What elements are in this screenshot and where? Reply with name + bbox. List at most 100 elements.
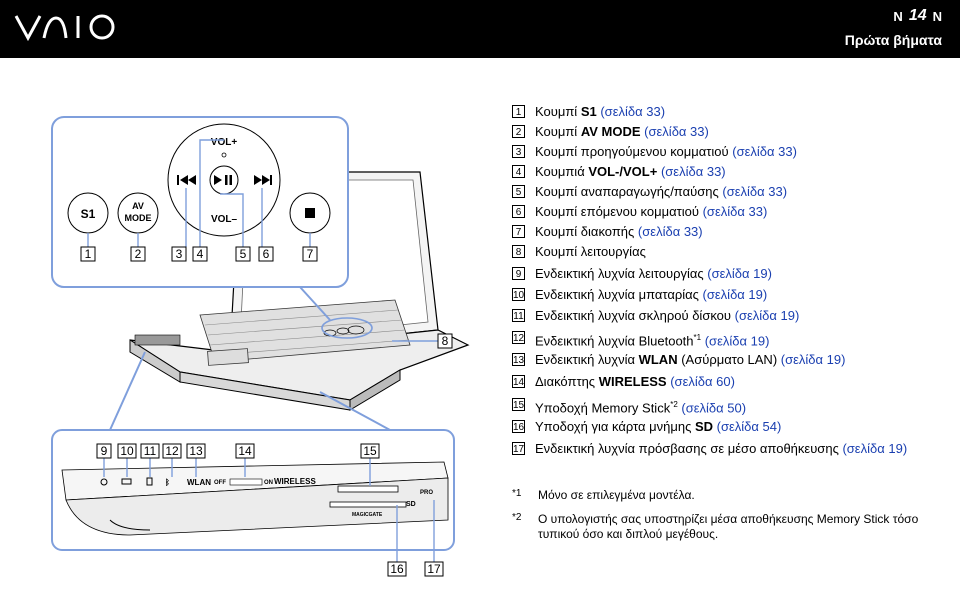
- page-header: N 14 N Πρώτα βήματα: [0, 0, 960, 58]
- item-number-box: 13: [512, 353, 525, 366]
- list-item: 11 Ενδεικτική λυχνία σκληρού δίσκου (σελί…: [512, 308, 799, 323]
- page-reference-link[interactable]: (σελίδα 33): [637, 224, 703, 239]
- off-label: OFF: [214, 480, 226, 486]
- item-text-bold: WLAN: [638, 352, 678, 367]
- item-text-prefix: Ενδεικτική λυχνία λειτουργίας: [535, 266, 708, 281]
- item-number-box: 2: [512, 125, 525, 138]
- av-mode-label-line1: AV: [132, 201, 144, 211]
- callout-10: 10: [120, 444, 134, 458]
- s1-label: S1: [81, 207, 96, 221]
- stop-icon: [305, 208, 315, 218]
- page-reference-link[interactable]: (σελίδα 33): [732, 144, 797, 159]
- list-item: 16 Υποδοχή για κάρτα μνήμης SD (σελίδα 54…: [512, 419, 781, 434]
- item-text-prefix: Ενδεικτική λυχνία Bluetooth: [535, 333, 694, 349]
- item-text: Κουμπί S1 (σελίδα 33): [535, 104, 665, 119]
- prev-page-arrow[interactable]: N: [893, 8, 903, 24]
- callout-12: 12: [165, 444, 179, 458]
- on-label: ON: [264, 480, 273, 486]
- callout-2: 2: [135, 247, 142, 261]
- page-reference-link[interactable]: (σελίδα 19): [704, 333, 770, 349]
- callout-3: 3: [176, 247, 183, 261]
- item-text: Ενδεικτική λυχνία μπαταρίας (σελίδα 19): [535, 287, 767, 302]
- footnote-ref[interactable]: *2: [670, 400, 678, 409]
- play-pause-icon: [214, 175, 232, 185]
- hdd-indicator-icon: [146, 477, 153, 486]
- page-reference-link[interactable]: (σελίδα 19): [842, 441, 908, 456]
- item-text: Κουμπί επόμενου κομματιού (σελίδα 33): [535, 204, 767, 219]
- item-number-box: 8: [512, 245, 525, 258]
- sd-label: SD: [406, 501, 416, 508]
- item-text: Ενδεικτική λυχνία WLAN (Ασύρματο LAN) (σ…: [535, 352, 845, 367]
- item-number-box: 5: [512, 185, 525, 198]
- callout-14: 14: [238, 444, 252, 458]
- item-text: Ενδεικτική λυχνία λειτουργίας (σελίδα 19…: [535, 266, 772, 281]
- wireless-label: WIRELESS: [274, 477, 316, 486]
- page-reference-link[interactable]: (σελίδα 60): [670, 374, 735, 389]
- item-text-prefix: Ενδεικτική λυχνία μπαταρίας: [535, 287, 703, 302]
- page-reference-link[interactable]: (σελίδα 19): [780, 352, 846, 367]
- item-text-bold: AV MODE: [580, 124, 641, 139]
- footnote-marker: *2: [512, 512, 522, 523]
- page-reference-link[interactable]: (σελίδα 33): [600, 104, 666, 119]
- list-item: 10 Ενδεικτική λυχνία μπαταρίας (σελίδα 19…: [512, 287, 767, 302]
- item-text-prefix: Υποδοχή Memory Stick: [535, 400, 671, 416]
- item-text: Υποδοχή Memory Stick*2 (σελίδα 50): [535, 397, 746, 415]
- item-text-bold: S1: [580, 104, 597, 119]
- item-number-box: 6: [512, 205, 525, 218]
- page-reference-link[interactable]: (σελίδα 33): [702, 204, 768, 219]
- item-number-box: 11: [512, 309, 525, 322]
- page-number-nav: N 14 N: [893, 7, 942, 25]
- callout-13: 13: [189, 444, 203, 458]
- page-reference-link[interactable]: (σελίδα 19): [734, 308, 800, 323]
- item-number-box: 4: [512, 165, 525, 178]
- item-number-box: 10: [512, 288, 525, 301]
- item-number-box: 1: [512, 105, 525, 118]
- item-text: Κουμπί AV MODE (σελίδα 33): [535, 124, 709, 139]
- page-reference-link[interactable]: (σελίδα 54): [716, 419, 782, 434]
- previous-track-icon[interactable]: [177, 175, 196, 185]
- page-number: 14: [908, 7, 927, 24]
- next-page-arrow[interactable]: N: [932, 8, 942, 24]
- item-text-bold: SD: [694, 419, 714, 434]
- av-mode-label-line2: MODE: [125, 213, 152, 223]
- page-reference-link[interactable]: (σελίδα 50): [681, 400, 747, 416]
- list-item: 6 Κουμπί επόμενου κομματιού (σελίδα 33): [512, 204, 767, 219]
- footnote-ref[interactable]: *1: [693, 333, 702, 342]
- front-indicators: ᛒ WLAN OFF ON WIRELESS PRO SD MAGICGATE: [100, 477, 433, 518]
- section-title: Πρώτα βήματα: [844, 32, 942, 48]
- page-reference-link[interactable]: (σελίδα 19): [702, 287, 768, 302]
- page-reference-link[interactable]: (σελίδα 33): [722, 184, 788, 199]
- item-text-prefix: Ενδεικτική λυχνία πρόσβασης σε μέσο αποθ…: [535, 441, 843, 456]
- bluetooth-indicator-icon: ᛒ: [165, 478, 170, 487]
- sd-card-slot[interactable]: [329, 501, 407, 508]
- callout-5: 5: [240, 247, 247, 261]
- page-reference-link[interactable]: (σελίδα 33): [644, 124, 709, 139]
- page-reference-link[interactable]: (σελίδα 33): [660, 164, 726, 179]
- item-text-bold: VOL-/VOL+: [588, 164, 658, 179]
- list-item: 2 Κουμπί AV MODE (σελίδα 33): [512, 124, 709, 139]
- magicgate-label: MAGICGATE: [352, 512, 383, 518]
- callout-11: 11: [144, 444, 157, 458]
- item-number-box: 3: [512, 145, 525, 158]
- item-text: Κουμπί αναπαραγωγής/παύσης (σελίδα 33): [535, 184, 787, 199]
- item-number-box: 16: [512, 420, 525, 433]
- wlan-label: WLAN: [187, 478, 211, 487]
- callout-4: 4: [197, 247, 204, 261]
- item-text: Κουμπί λειτουργίας: [535, 244, 646, 259]
- item-number-box: 9: [512, 267, 525, 280]
- next-track-icon[interactable]: [254, 175, 272, 185]
- page-reference-link[interactable]: (σελίδα 19): [707, 266, 772, 281]
- item-text: Διακόπτης WIRELESS (σελίδα 60): [535, 374, 735, 389]
- item-text-prefix: Υποδοχή για κάρτα μνήμης: [535, 419, 695, 434]
- item-text-prefix: Κουμπί προηγούμενου κομματιού: [535, 144, 733, 159]
- memory-stick-slot[interactable]: [337, 485, 399, 493]
- item-text: Κουμπί προηγούμενου κομματιού (σελίδα 33…: [535, 144, 797, 159]
- wireless-switch[interactable]: [229, 478, 263, 486]
- item-text: Κουμπιά VOL-/VOL+ (σελίδα 33): [535, 164, 726, 179]
- item-text: Ενδεικτική λυχνία σκληρού δίσκου (σελίδα…: [535, 308, 799, 323]
- item-text: Κουμπί διακοπής (σελίδα 33): [535, 224, 703, 239]
